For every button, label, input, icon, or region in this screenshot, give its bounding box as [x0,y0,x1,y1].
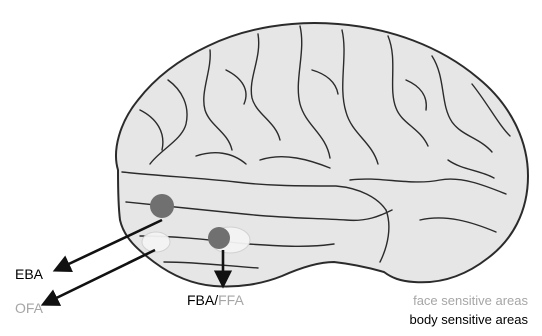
legend-body: body sensitive areas [409,312,528,327]
eba-label: EBA [15,266,44,282]
ofa-face-area [142,232,170,252]
ofa-label: OFA [15,300,44,316]
legend-face: face sensitive areas [413,293,528,308]
ofa-arrow [44,250,155,304]
fba-body-area [208,227,230,249]
brain-outline [116,23,528,287]
fba-ffa-label: FBA/FFA [187,292,244,308]
eba-body-area [150,194,174,218]
fba-label-part: FBA/ [187,292,218,308]
ffa-label-part: FFA [218,292,244,308]
